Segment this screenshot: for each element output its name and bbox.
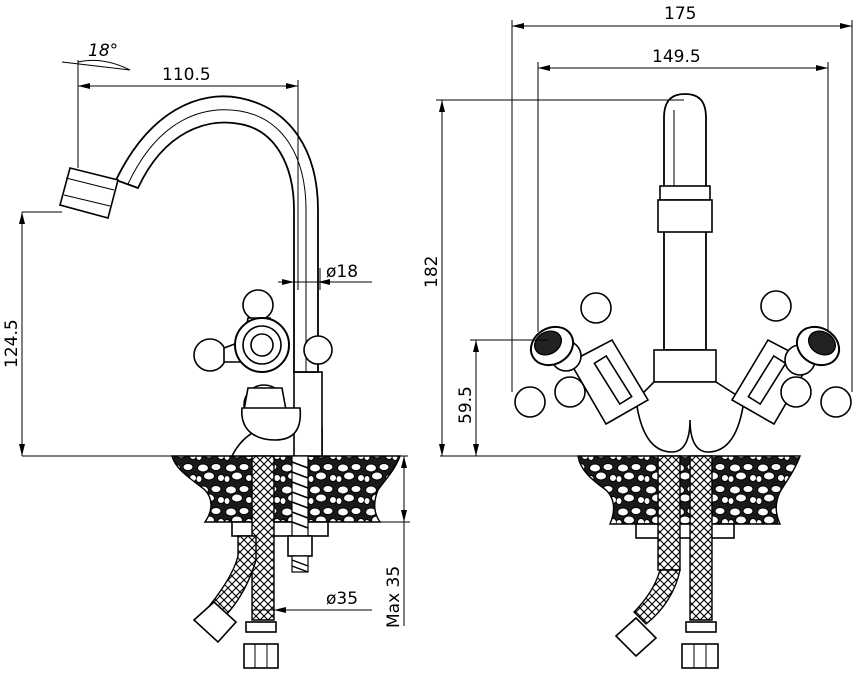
- handles-width-label: 149.5: [652, 47, 701, 67]
- cross-handle-left: [193, 289, 333, 441]
- overall-height-label: 182: [422, 256, 442, 288]
- mounting-nut-right: [635, 523, 735, 539]
- hose-fitting-left-2: [243, 643, 279, 669]
- countertop-left: [171, 455, 401, 523]
- hose-fitting-right-1: [614, 616, 658, 658]
- cross-handle-right-2: [760, 290, 852, 418]
- side-view: 18° 110.5 ø18 124.5 ø35 Max 35: [2, 41, 410, 669]
- spout-left: [114, 95, 319, 373]
- body-right: [635, 381, 745, 453]
- height-left-label: 124.5: [2, 319, 22, 368]
- hose-fitting-left-1: [192, 600, 238, 644]
- hole-diameter-label: ø35: [326, 589, 358, 609]
- max-thickness-label: Max 35: [384, 566, 404, 628]
- countertop-right: [577, 455, 801, 525]
- handle-height-label: 59.5: [456, 386, 476, 424]
- spout-collar-right: [657, 199, 713, 233]
- mounting-nut-left: [231, 521, 329, 537]
- spout-reach-label: 110.5: [162, 65, 211, 85]
- threaded-rod-left: [291, 455, 309, 537]
- hose-right-1: [657, 455, 681, 571]
- angle-label: 18°: [88, 41, 118, 61]
- hose-right-2: [689, 455, 713, 621]
- hose-left-2: [208, 535, 257, 616]
- hose-fitting-right-2: [681, 643, 719, 669]
- cross-handle-right-1: [514, 292, 612, 418]
- spout-diameter-label: ø18: [326, 262, 358, 282]
- front-view: 175 149.5 182 59.5: [422, 4, 853, 669]
- aerator-left: [59, 167, 119, 219]
- overall-width-label: 175: [664, 4, 696, 24]
